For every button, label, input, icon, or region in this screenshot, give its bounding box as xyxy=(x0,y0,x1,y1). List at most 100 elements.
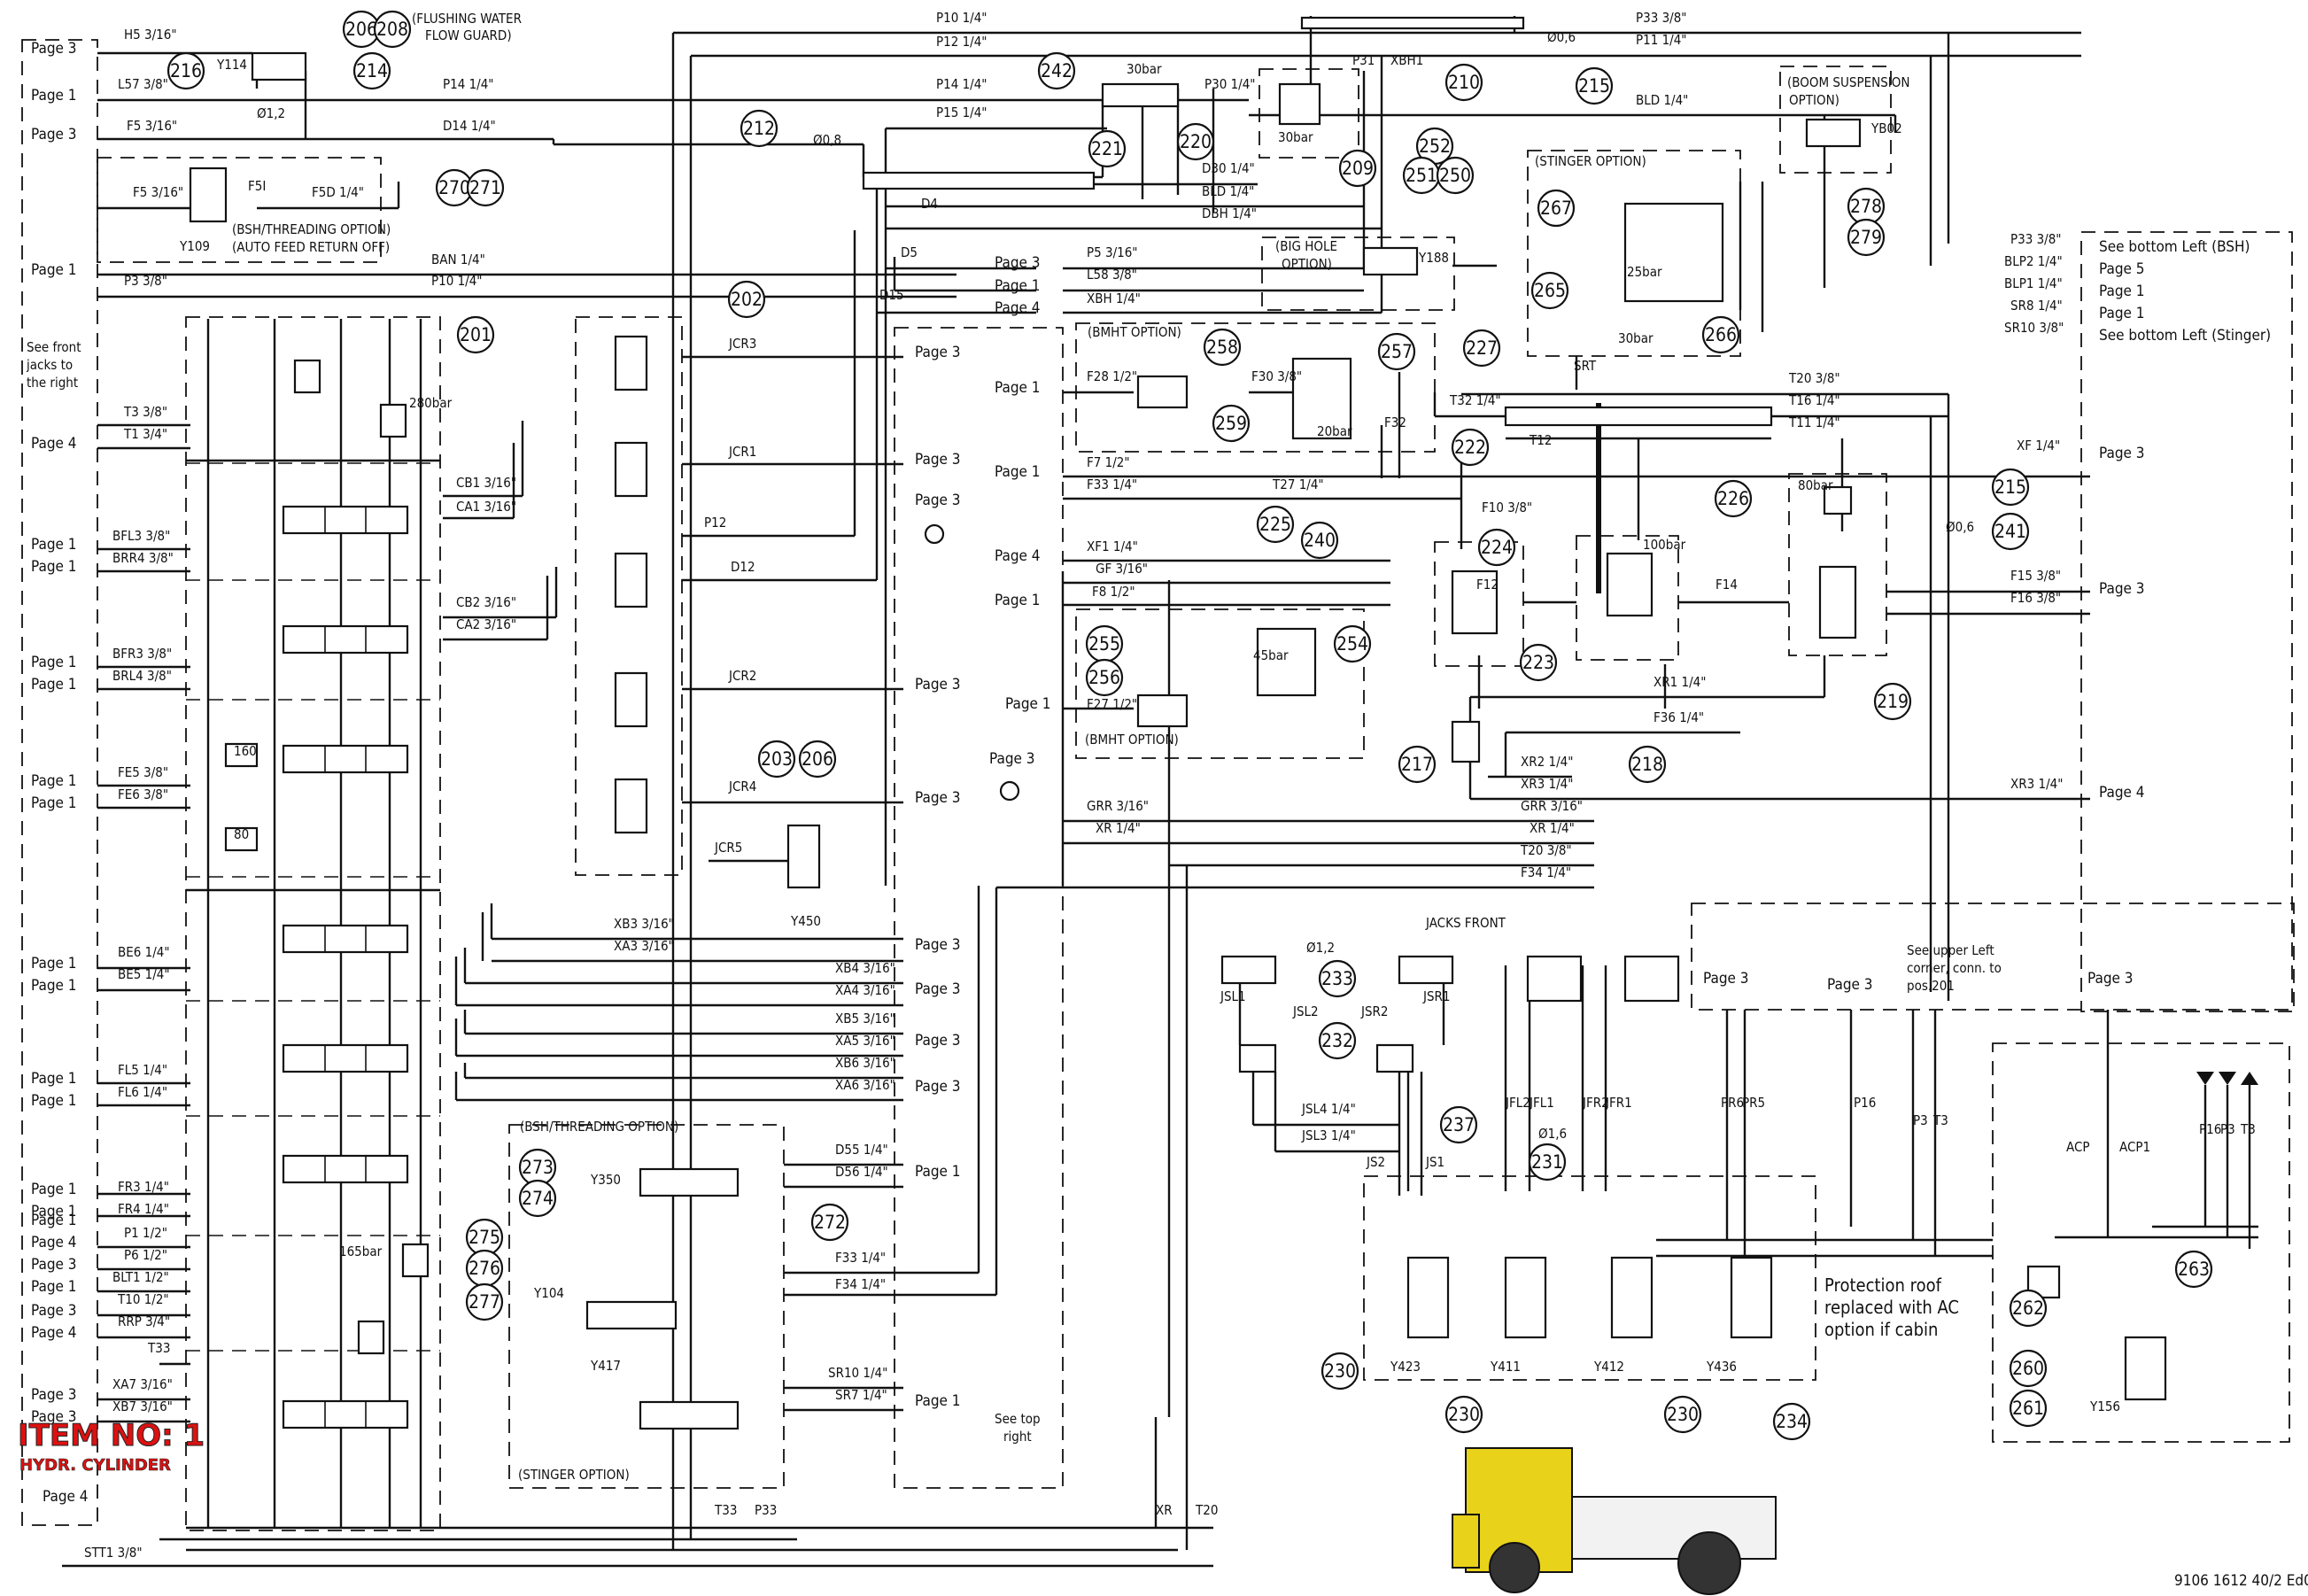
line-label: T1 3/4" xyxy=(123,426,167,442)
valve-section-4 xyxy=(282,924,409,954)
position-circle xyxy=(1991,468,2030,507)
page-ref: Page 1 xyxy=(995,277,1041,295)
position-number: 261 xyxy=(2009,1389,2048,1428)
line-label: ACP1 xyxy=(2119,1139,2150,1155)
position-circle xyxy=(456,315,495,354)
page-ref: Page 3 xyxy=(995,254,1041,272)
position-number-label: 214 xyxy=(356,60,388,81)
vehicle-body xyxy=(1571,1496,1777,1560)
position-number: 222 xyxy=(1451,428,1490,467)
position-number: 242 xyxy=(1037,51,1076,90)
position-circle xyxy=(1772,1402,1811,1441)
line-label: SR10 1/4" xyxy=(828,1365,887,1381)
valve-y417 xyxy=(639,1400,740,1430)
position-number: 240 xyxy=(1300,521,1339,560)
position-circle xyxy=(727,280,766,319)
line-label: XR xyxy=(1156,1502,1173,1518)
page-ref: Page 1 xyxy=(31,1092,77,1110)
line-label: P33 xyxy=(755,1502,777,1518)
position-circle xyxy=(1991,512,2030,551)
valve-y412 xyxy=(1610,1256,1654,1339)
line-label: F7 1/2" xyxy=(1087,454,1130,470)
page-ref: Page 3 xyxy=(989,750,1035,768)
position-number-label: 215 xyxy=(1578,75,1610,97)
protection-note-line-3: option if cabin xyxy=(1824,1319,1938,1340)
position-circle xyxy=(740,109,778,148)
valve-y350 xyxy=(639,1167,740,1197)
valve-219 xyxy=(1818,565,1857,639)
position-number: 227 xyxy=(1462,329,1501,368)
jack-cylinder-jfl xyxy=(1526,955,1583,1003)
position-circle xyxy=(1203,328,1242,367)
line-label: P12 xyxy=(704,515,726,531)
valve-label: Y114 xyxy=(216,57,247,73)
valve-y423 xyxy=(1406,1256,1450,1339)
page-ref: Page 3 xyxy=(31,1302,77,1320)
page-ref: Page 3 xyxy=(1703,970,1749,988)
flow-valve-258 xyxy=(1136,375,1189,409)
line-label: SR10 3/8" xyxy=(2004,320,2064,336)
line-label: XBH1 xyxy=(1390,52,1423,68)
line-label: SRT xyxy=(1574,358,1597,374)
line-label: BFL3 3/8" xyxy=(112,528,170,544)
page-ref: Page 3 xyxy=(915,344,961,361)
line-label: FR3 1/4" xyxy=(118,1179,169,1195)
position-circle xyxy=(1377,332,1416,371)
line-label: BFR3 3/8" xyxy=(112,646,172,662)
page-ref: Page 3 xyxy=(915,980,961,998)
jack-cylinder-left xyxy=(1220,955,1277,985)
line-label: XF 1/4" xyxy=(2017,438,2060,453)
line-label: D30 1/4" xyxy=(1202,160,1255,176)
note-text: (BMHT OPTION) xyxy=(1085,732,1179,748)
line-label: JS1 xyxy=(1425,1154,1444,1170)
line-label: BLP2 1/4" xyxy=(2004,253,2063,269)
position-number-label: 242 xyxy=(1041,60,1073,81)
position-number: 254 xyxy=(1333,624,1372,663)
position-number: 201 xyxy=(456,315,495,354)
position-circle xyxy=(1519,643,1558,682)
line-label: XBH 1/4" xyxy=(1087,291,1141,306)
position-circle xyxy=(1444,63,1483,102)
position-circle xyxy=(1537,189,1576,228)
jack-cylinder-jfr xyxy=(1623,955,1680,1003)
line-label: JFL2 xyxy=(1505,1095,1530,1111)
flow-valve-256 xyxy=(1136,693,1189,728)
position-number: 234 xyxy=(1772,1402,1811,1441)
line-label: T11 1/4" xyxy=(1788,414,1840,430)
position-number: 237 xyxy=(1439,1105,1478,1144)
piping-horizontal xyxy=(62,31,2258,1568)
line-label: BLP1 1/4" xyxy=(2004,275,2063,291)
line-label: P12 1/4" xyxy=(936,34,987,50)
valve-y411 xyxy=(1504,1256,1547,1339)
line-label: FL5 1/4" xyxy=(118,1062,167,1078)
page-ref: Page 4 xyxy=(995,299,1041,317)
note-text: (BOOM SUSPENSION xyxy=(1787,74,1909,90)
page-ref: Page 3 xyxy=(2099,580,2145,598)
line-label: F32 xyxy=(1384,414,1406,430)
valve-223-frame xyxy=(1576,535,1679,661)
line-label: T32 1/4" xyxy=(1449,392,1501,408)
position-number-label: 257 xyxy=(1381,341,1413,362)
note-text: right xyxy=(1003,1429,1032,1445)
line-label: BLD 1/4" xyxy=(1202,183,1254,199)
relief-209-frame xyxy=(1259,68,1359,159)
line-label: D12 xyxy=(731,559,755,575)
line-label: P10 1/4" xyxy=(936,10,987,26)
position-number-label: 254 xyxy=(1336,633,1368,655)
position-circle xyxy=(1318,1021,1357,1060)
position-number-label: 215 xyxy=(1994,476,2026,498)
position-number: 273 xyxy=(518,1148,557,1187)
position-circle xyxy=(167,51,205,90)
position-number: 278 xyxy=(1847,187,1886,226)
line-label: T33 xyxy=(714,1502,737,1518)
position-number: 218 xyxy=(1628,745,1667,784)
position-number-label: 206 xyxy=(345,19,377,40)
line-label: XR3 1/4" xyxy=(1521,776,1573,792)
line-label: F33 1/4" xyxy=(1087,476,1137,492)
position-number: 279 xyxy=(1847,218,1886,257)
position-circle xyxy=(810,1203,849,1242)
line-label: JFL1 xyxy=(1529,1095,1554,1111)
position-circle xyxy=(518,1179,557,1218)
line-label: D14 1/4" xyxy=(443,118,496,134)
arrow-p3 xyxy=(2219,1072,2236,1085)
